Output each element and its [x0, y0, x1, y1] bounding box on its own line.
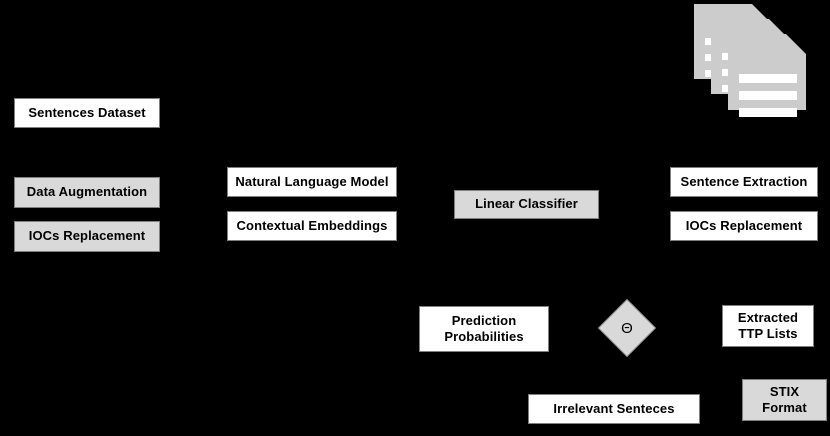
node-linear-classifier[interactable]: Linear Classifier: [454, 190, 599, 219]
node-data-augmentation[interactable]: Data Augmentation: [14, 177, 160, 208]
node-label: Prediction Probabilities: [444, 312, 524, 344]
node-stix-format[interactable]: STIX Format: [742, 379, 827, 421]
node-label: Irrelevant Senteces: [553, 400, 675, 416]
documents-stack-icon: [692, 2, 810, 117]
node-prediction-probabilities[interactable]: Prediction Probabilities: [419, 306, 549, 352]
node-extracted-ttp-lists[interactable]: Extracted TTP Lists: [722, 305, 814, 347]
node-label: Sentence Extraction: [680, 173, 808, 189]
document-front-icon: [728, 34, 806, 117]
node-label: IOCs Replacement: [28, 228, 146, 244]
node-label: Extracted TTP Lists: [737, 309, 799, 341]
node-label: IOCs Replacement: [685, 217, 803, 233]
node-label: Sentences Dataset: [28, 104, 146, 120]
node-iocs-replacement-right[interactable]: IOCs Replacement: [670, 211, 818, 241]
node-label: Natural Language Model: [235, 173, 389, 189]
document-text-lines: [738, 73, 797, 125]
document-fold-corner-icon: [786, 34, 806, 54]
node-contextual-embeddings[interactable]: Contextual Embeddings: [227, 211, 397, 241]
node-label: Data Augmentation: [26, 184, 148, 200]
node-iocs-replacement-left[interactable]: IOCs Replacement: [14, 221, 160, 252]
node-label: STIX Format: [762, 383, 807, 415]
node-threshold-decision[interactable]: Θ: [598, 299, 656, 357]
node-natural-language-model[interactable]: Natural Language Model: [227, 167, 397, 197]
node-sentence-extraction[interactable]: Sentence Extraction: [670, 167, 818, 197]
node-label: Θ: [621, 319, 633, 337]
node-irrelevant-sentences[interactable]: Irrelevant Senteces: [528, 394, 700, 424]
node-label: Contextual Embeddings: [236, 217, 388, 233]
node-sentences-dataset[interactable]: Sentences Dataset: [14, 98, 160, 128]
node-label: Linear Classifier: [475, 196, 578, 212]
